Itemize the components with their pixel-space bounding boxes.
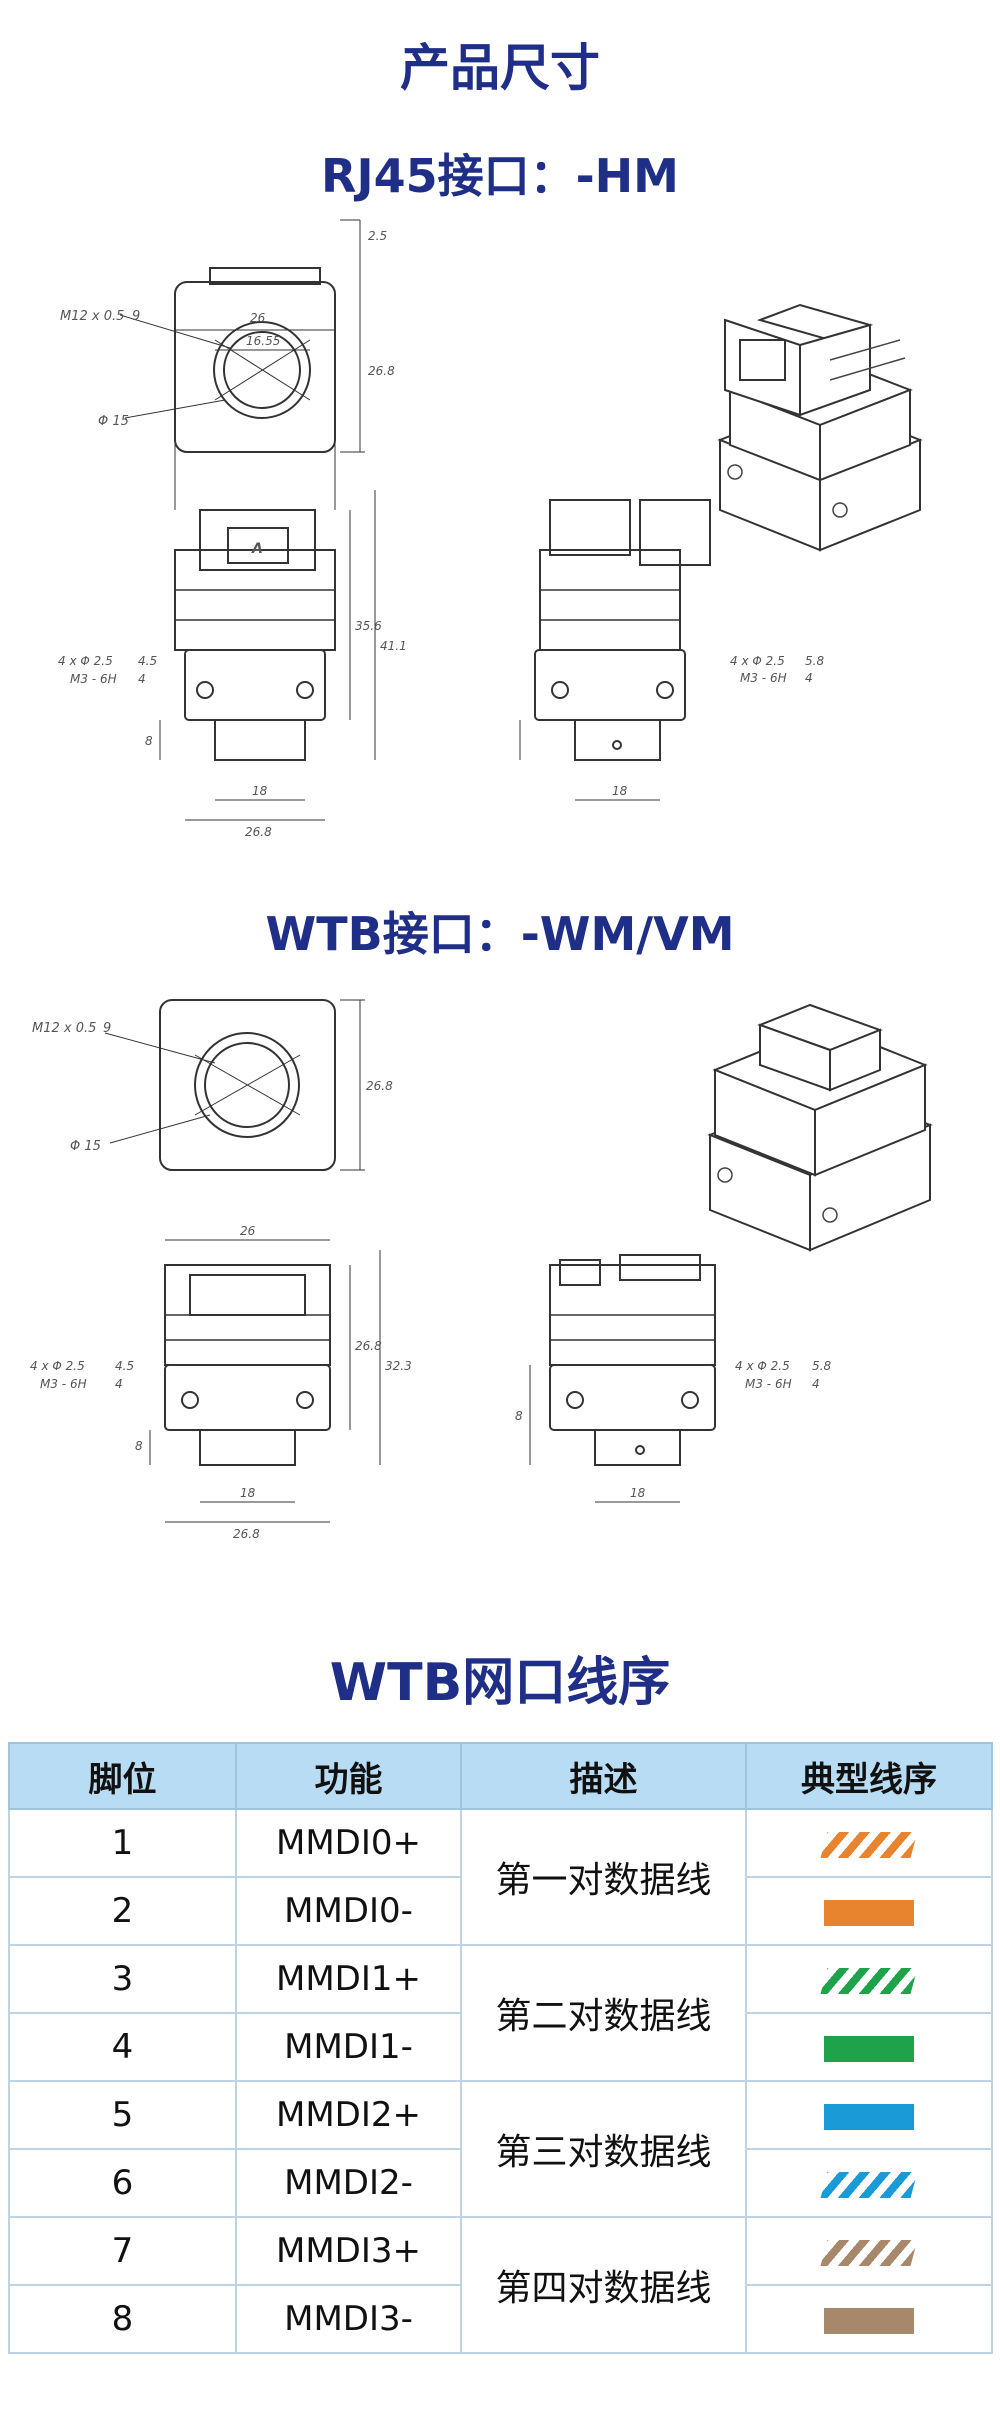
- solid-wire-swatch: [824, 2307, 914, 2334]
- rj45-dim-lens: 18: [252, 784, 268, 798]
- rj45-dim-h2: 41.1: [380, 639, 407, 653]
- header-wire-order: 典型线序: [745, 1742, 993, 1810]
- pin-number: 4: [8, 2012, 237, 2082]
- wtb-section-title: WTB接口：-WM/VM: [265, 907, 735, 961]
- header-description: 描述: [460, 1742, 747, 1810]
- pin-number: 8: [8, 2284, 237, 2354]
- pin-function: MMDI1-: [235, 2012, 462, 2082]
- pinout-section-title: WTB网口线序: [329, 1653, 671, 1713]
- rj45-dim-top: 2.5: [368, 229, 387, 243]
- page-title: 产品尺寸: [400, 39, 600, 97]
- wtb-holes-left-1b: 4.5: [115, 1359, 134, 1373]
- solid-wire-swatch: [824, 2103, 914, 2130]
- pin-number: 6: [8, 2148, 237, 2218]
- rj45-dim-lens-r: 18: [612, 784, 628, 798]
- header-function: 功能: [235, 1742, 462, 1810]
- rj45-port-letter: A: [251, 541, 263, 557]
- pin-function: MMDI3+: [235, 2216, 462, 2286]
- striped-wire-swatch: [820, 1831, 918, 1858]
- rj45-holes-right-1: 4 x Φ 2.5: [730, 654, 785, 668]
- pin-function: MMDI0-: [235, 1876, 462, 1946]
- rj45-dim-base-h: 8: [145, 734, 153, 748]
- wtb-dim-lens: 18: [240, 1486, 256, 1500]
- striped-wire-swatch: [820, 2239, 918, 2266]
- wtb-dia-label: Φ 15: [70, 1139, 101, 1154]
- pair-description: 第二对数据线: [460, 1944, 747, 2082]
- rj45-holes-right-2b: 4: [805, 671, 813, 685]
- wtb-holes-right-1: 4 x Φ 2.5: [735, 1359, 790, 1373]
- wtb-dim-front-h: 26.8: [366, 1079, 393, 1093]
- pin-function: MMDI0+: [235, 1808, 462, 1878]
- wtb-dim-base-h: 8: [135, 1439, 143, 1453]
- wtb-holes-left-1: 4 x Φ 2.5: [30, 1359, 85, 1373]
- header-pin: 脚位: [8, 1742, 237, 1810]
- pair-description: 第四对数据线: [460, 2216, 747, 2354]
- rj45-dim-port: 16.55: [246, 334, 280, 348]
- wire-color-cell: [745, 2080, 993, 2150]
- rj45-holes-left-2b: 4: [138, 672, 146, 686]
- rj45-thread-label: M12 x 0.5: [60, 309, 124, 324]
- wire-color-cell: [745, 1876, 993, 1946]
- wtb-dim-lens-r: 18: [630, 1486, 646, 1500]
- rj45-holes-left-2: M3 - 6H: [70, 672, 117, 686]
- pin-number: 2: [8, 1876, 237, 1946]
- wtb-holes-left-2b: 4: [115, 1377, 123, 1391]
- rj45-dia-label: Φ 15: [98, 414, 129, 429]
- rj45-dim-h1: 35.6: [355, 619, 382, 633]
- solid-wire-swatch: [824, 1899, 914, 1926]
- wtb-dim-h1: 26.8: [355, 1339, 382, 1353]
- wtb-thread-label: M12 x 0.5: [32, 1021, 96, 1036]
- pair-description: 第一对数据线: [460, 1808, 747, 1946]
- rj45-dim-base-w: 26.8: [245, 825, 272, 839]
- rj45-holes-left-1b: 4.5: [138, 654, 157, 668]
- rj45-dim-width: 26: [250, 311, 266, 325]
- wire-color-cell: [745, 2148, 993, 2218]
- rj45-section-title: RJ45接口：-HM: [321, 149, 679, 203]
- pin-function: MMDI2+: [235, 2080, 462, 2150]
- wtb-holes-right-2: M3 - 6H: [745, 1377, 792, 1391]
- wire-color-cell: [745, 2012, 993, 2082]
- wire-color-cell: [745, 1808, 993, 1878]
- wtb-holes-right-1b: 5.8: [812, 1359, 831, 1373]
- wire-color-cell: [745, 2284, 993, 2354]
- wtb-thread-depth: 9: [103, 1021, 111, 1036]
- rj45-holes-right-1b: 5.8: [805, 654, 824, 668]
- pin-function: MMDI3-: [235, 2284, 462, 2354]
- pin-number: 1: [8, 1808, 237, 1878]
- wire-color-cell: [745, 2216, 993, 2286]
- striped-wire-swatch: [820, 2171, 918, 2198]
- wtb-holes-left-2: M3 - 6H: [40, 1377, 87, 1391]
- wtb-dim-width: 26: [240, 1224, 256, 1238]
- pin-function: MMDI1+: [235, 1944, 462, 2014]
- table-header-row: 脚位 功能 描述 典型线序: [8, 1742, 993, 1810]
- rj45-dimension-drawing: M12 x 0.5 9 Φ 15 2.5 26.8: [58, 219, 923, 839]
- wtb-dimension-drawing: M12 x 0.5 9 Φ 15 26.8: [30, 999, 933, 1541]
- rj45-holes-left-1: 4 x Φ 2.5: [58, 654, 113, 668]
- pin-number: 3: [8, 1944, 237, 2014]
- rj45-thread-depth: 9: [132, 309, 140, 324]
- wtb-dim-base-h-r: 8: [515, 1409, 523, 1423]
- rj45-dim-front-h: 26.8: [368, 364, 395, 378]
- striped-wire-swatch: [820, 1967, 918, 1994]
- wtb-dim-base-w: 26.8: [233, 1527, 260, 1541]
- wtb-dim-h2: 32.3: [385, 1359, 412, 1373]
- solid-wire-swatch: [824, 2035, 914, 2062]
- rj45-holes-right-2: M3 - 6H: [740, 671, 787, 685]
- pin-number: 5: [8, 2080, 237, 2150]
- pair-description: 第三对数据线: [460, 2080, 747, 2218]
- pin-number: 7: [8, 2216, 237, 2286]
- wire-color-cell: [745, 1944, 993, 2014]
- wtb-holes-right-2b: 4: [812, 1377, 820, 1391]
- pin-function: MMDI2-: [235, 2148, 462, 2218]
